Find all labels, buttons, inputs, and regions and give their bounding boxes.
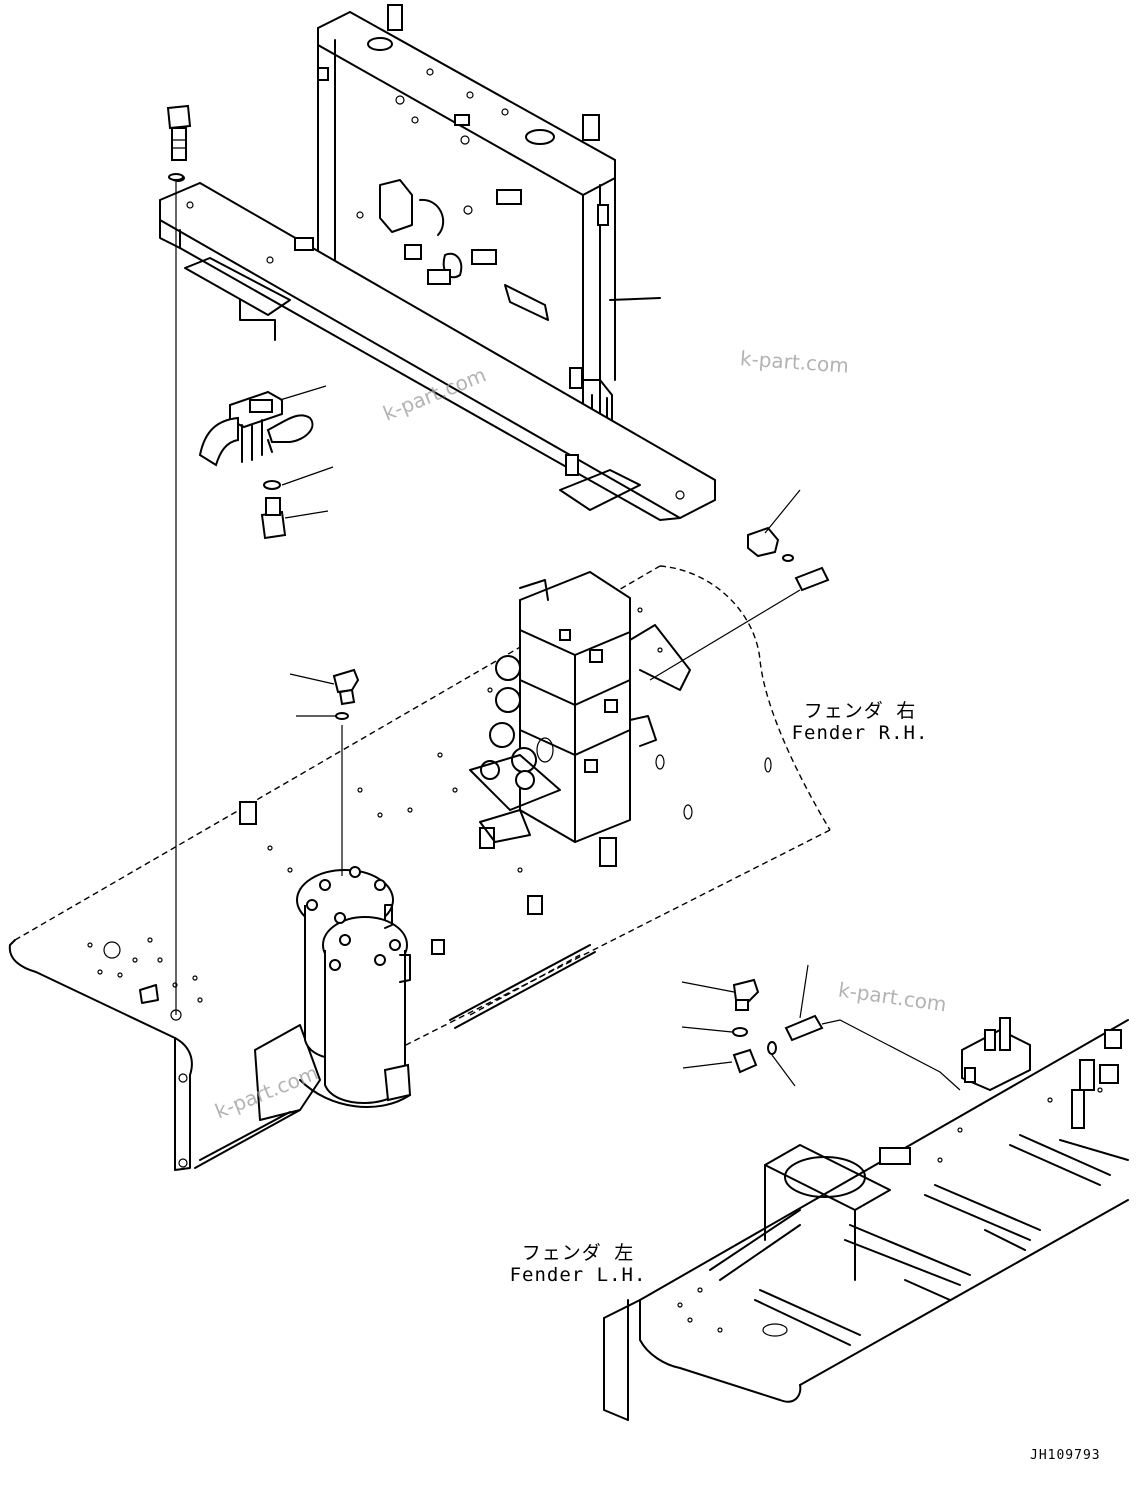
fender-lh-label-jp: フェンダ 左 (521, 1242, 635, 1264)
filter-fitting (289, 668, 360, 720)
valve-sensor-fittings (649, 489, 830, 681)
fender-rh-label: フェンダ 右 Fender R.H. (790, 700, 930, 744)
fender-rh-label-en: Fender R.H. (791, 722, 929, 744)
floor-plate (8, 565, 831, 1171)
control-valve (469, 570, 691, 844)
upright-frame (317, 4, 661, 461)
right-fittings (681, 964, 1031, 1092)
filter-assembly (296, 725, 412, 1104)
cross-beam (159, 174, 716, 521)
drawing-code: JH109793 (1030, 1448, 1101, 1463)
bolt-top (166, 104, 192, 1015)
fender-rh-label-jp: フェンダ 右 (803, 700, 917, 722)
right-frame (603, 1019, 1129, 1421)
fender-lh-label-en: Fender L.H. (509, 1264, 647, 1286)
fender-lh-label: フェンダ 左 Fender L.H. (508, 1242, 648, 1286)
bent-pipe-assembly (198, 385, 334, 540)
